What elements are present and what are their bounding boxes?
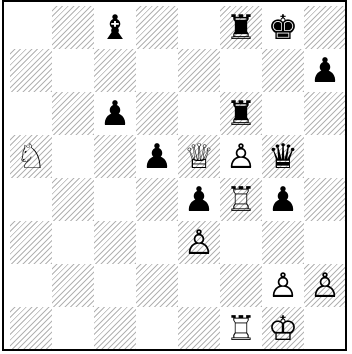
- chessboard-frame: ♝♜♚♟♟♜♘♟♕♙♛♟♖♟♙♙♙♖♔: [2, 0, 347, 351]
- square-h1[interactable]: [304, 307, 346, 350]
- square-g3[interactable]: [262, 221, 304, 264]
- square-f7[interactable]: [220, 49, 262, 92]
- square-h8[interactable]: [304, 6, 346, 49]
- square-d2[interactable]: [136, 264, 178, 307]
- square-c2[interactable]: [94, 264, 136, 307]
- square-e6[interactable]: [178, 92, 220, 135]
- square-b6[interactable]: [52, 92, 94, 135]
- white-rook-icon[interactable]: ♖: [220, 307, 262, 350]
- square-d6[interactable]: [136, 92, 178, 135]
- white-pawn-icon[interactable]: ♙: [220, 135, 262, 178]
- square-e1[interactable]: [178, 307, 220, 350]
- white-king-icon[interactable]: ♔: [262, 307, 304, 350]
- square-a3[interactable]: [10, 221, 52, 264]
- black-pawn-icon[interactable]: ♟: [136, 135, 178, 178]
- black-pawn-icon[interactable]: ♟: [178, 178, 220, 221]
- square-a8[interactable]: [10, 6, 52, 49]
- square-c7[interactable]: [94, 49, 136, 92]
- square-b2[interactable]: [52, 264, 94, 307]
- black-king-icon[interactable]: ♚: [262, 6, 304, 49]
- square-h4[interactable]: [304, 178, 346, 221]
- black-rook-icon[interactable]: ♜: [220, 6, 262, 49]
- square-h6[interactable]: [304, 92, 346, 135]
- black-pawn-icon[interactable]: ♟: [304, 49, 346, 92]
- square-h3[interactable]: [304, 221, 346, 264]
- square-a4[interactable]: [10, 178, 52, 221]
- square-a6[interactable]: [10, 92, 52, 135]
- white-pawn-icon[interactable]: ♙: [262, 264, 304, 307]
- square-d8[interactable]: [136, 6, 178, 49]
- white-rook-icon[interactable]: ♖: [220, 178, 262, 221]
- black-queen-icon[interactable]: ♛: [262, 135, 304, 178]
- black-pawn-icon[interactable]: ♟: [94, 92, 136, 135]
- square-g7[interactable]: [262, 49, 304, 92]
- square-e8[interactable]: [178, 6, 220, 49]
- chessboard[interactable]: ♝♜♚♟♟♜♘♟♕♙♛♟♖♟♙♙♙♖♔: [10, 6, 346, 351]
- square-c5[interactable]: [94, 135, 136, 178]
- black-rook-icon[interactable]: ♜: [220, 92, 262, 135]
- square-g6[interactable]: [262, 92, 304, 135]
- square-b3[interactable]: [52, 221, 94, 264]
- white-knight-icon[interactable]: ♘: [10, 135, 52, 178]
- square-c3[interactable]: [94, 221, 136, 264]
- square-b4[interactable]: [52, 178, 94, 221]
- square-h5[interactable]: [304, 135, 346, 178]
- square-a7[interactable]: [10, 49, 52, 92]
- square-b7[interactable]: [52, 49, 94, 92]
- square-d1[interactable]: [136, 307, 178, 350]
- square-a2[interactable]: [10, 264, 52, 307]
- white-pawn-icon[interactable]: ♙: [178, 221, 220, 264]
- square-f2[interactable]: [220, 264, 262, 307]
- square-e7[interactable]: [178, 49, 220, 92]
- white-queen-icon[interactable]: ♕: [178, 135, 220, 178]
- square-b5[interactable]: [52, 135, 94, 178]
- square-d4[interactable]: [136, 178, 178, 221]
- white-pawn-icon[interactable]: ♙: [304, 264, 346, 307]
- square-a1[interactable]: [10, 307, 52, 350]
- square-b8[interactable]: [52, 6, 94, 49]
- square-e2[interactable]: [178, 264, 220, 307]
- square-d3[interactable]: [136, 221, 178, 264]
- black-bishop-icon[interactable]: ♝: [94, 6, 136, 49]
- black-pawn-icon[interactable]: ♟: [262, 178, 304, 221]
- square-c4[interactable]: [94, 178, 136, 221]
- square-d7[interactable]: [136, 49, 178, 92]
- square-c1[interactable]: [94, 307, 136, 350]
- square-b1[interactable]: [52, 307, 94, 350]
- square-f3[interactable]: [220, 221, 262, 264]
